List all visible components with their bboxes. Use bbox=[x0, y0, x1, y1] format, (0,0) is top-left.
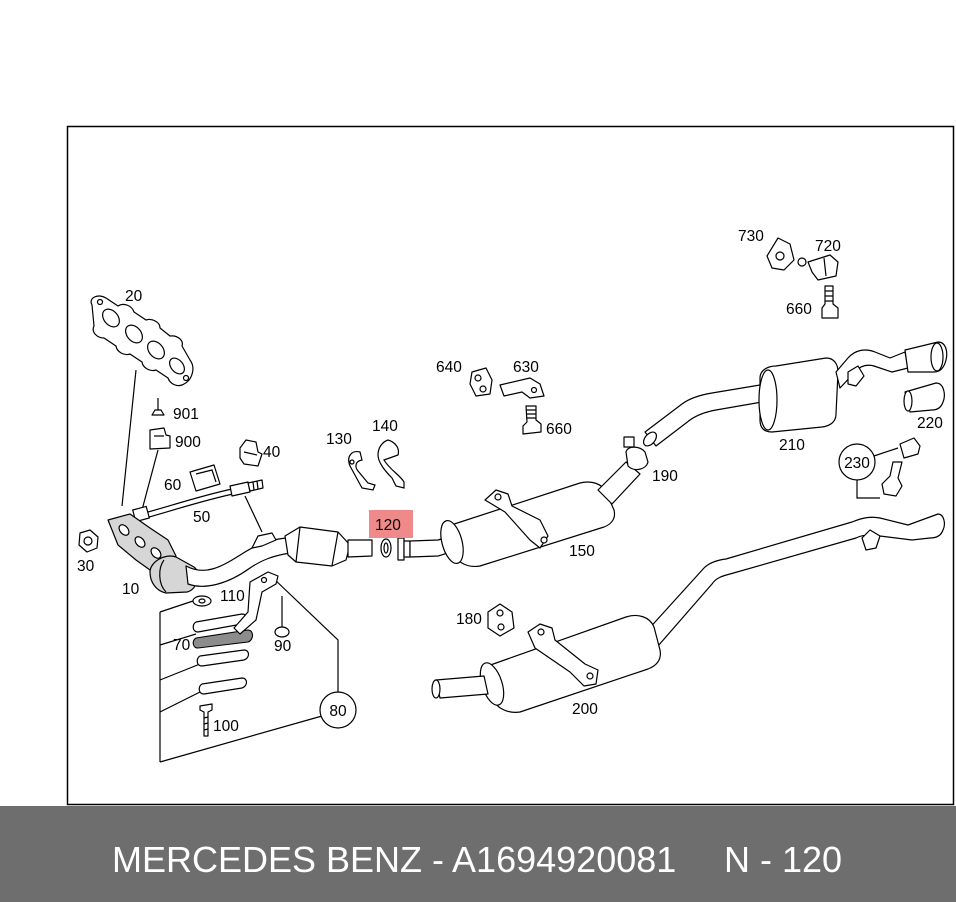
callout-label: 110 bbox=[220, 588, 245, 605]
middle-muffler bbox=[440, 481, 616, 568]
callout-label: 730 bbox=[738, 228, 764, 245]
manifold-gasket bbox=[90, 295, 194, 387]
callout-label: 720 bbox=[815, 238, 841, 255]
pipe-clamp-140 bbox=[377, 439, 405, 489]
leader-line bbox=[244, 495, 263, 533]
callout-label: 640 bbox=[436, 359, 462, 376]
callout-label: 900 bbox=[175, 434, 201, 451]
callout-label: 130 bbox=[326, 431, 352, 448]
rubber-hanger-640 bbox=[469, 367, 493, 397]
callout-circle-80 bbox=[319, 691, 357, 729]
highlight-box bbox=[369, 510, 413, 538]
callout-label: 90 bbox=[274, 638, 292, 655]
bracket-strips-70 bbox=[192, 613, 254, 695]
rubber-hanger-730 bbox=[766, 237, 795, 271]
rubber-hanger-180 bbox=[487, 603, 515, 637]
callout-label: 630 bbox=[513, 359, 539, 376]
connector-pin bbox=[151, 398, 165, 416]
hanger-bracket-630 bbox=[499, 377, 545, 399]
nut bbox=[78, 529, 99, 553]
callout-label: 20 bbox=[125, 288, 143, 305]
exhaust-system-diagram: 20 901 900 40 60 50 30 10 110 70 90 100 … bbox=[66, 125, 955, 806]
callout-label: 30 bbox=[77, 558, 95, 575]
callout-label: 230 bbox=[844, 455, 870, 472]
washer-110 bbox=[192, 595, 212, 607]
brand-part-number: MERCEDES BENZ - A1694920081 bbox=[112, 839, 677, 880]
rear-muffler-210 bbox=[758, 341, 948, 433]
callout-label: 660 bbox=[786, 301, 812, 318]
bolt-660 bbox=[522, 405, 542, 435]
pipe-clamp-190 bbox=[623, 436, 649, 471]
pipe-gasket-ring bbox=[380, 538, 392, 558]
callout-label: 50 bbox=[193, 509, 211, 526]
callout-label: 210 bbox=[779, 437, 805, 454]
support-bracket bbox=[233, 571, 279, 635]
leader-line bbox=[121, 369, 137, 507]
callout-label: 190 bbox=[652, 468, 678, 485]
callout-label: 660 bbox=[546, 421, 572, 438]
exhaust-manifold bbox=[107, 513, 199, 594]
callout-label: 40 bbox=[263, 444, 281, 461]
callout-label: 100 bbox=[213, 718, 239, 735]
callout-label: 70 bbox=[173, 637, 191, 654]
position-number: N - 120 bbox=[724, 839, 843, 880]
nut-90 bbox=[274, 596, 290, 638]
tailpipe-tip-220 bbox=[903, 382, 945, 413]
bolt-100 bbox=[199, 703, 213, 737]
cable-holder bbox=[189, 464, 221, 492]
part-number-banner: MERCEDES BENZ - A1694920081 N - 120 bbox=[0, 806, 956, 902]
callout-label: 80 bbox=[329, 703, 347, 720]
leader-line bbox=[141, 449, 159, 511]
callout-label: 60 bbox=[164, 477, 182, 494]
callout-label: 140 bbox=[372, 418, 398, 435]
pipe-clamp-130 bbox=[348, 451, 376, 491]
hanger-parts-230 bbox=[856, 437, 921, 499]
callout-label: 901 bbox=[173, 406, 199, 423]
callout-label: 10 bbox=[122, 581, 140, 598]
callout-label: 150 bbox=[569, 543, 595, 560]
oxygen-sensor bbox=[132, 479, 264, 523]
callout-label: 180 bbox=[456, 611, 482, 628]
bolt-660-rear bbox=[821, 285, 839, 319]
sensor-clip bbox=[239, 439, 263, 467]
rear-silencer-200 bbox=[431, 513, 945, 713]
callout-label: 220 bbox=[917, 415, 943, 432]
bracket-group-lines bbox=[159, 576, 339, 763]
callout-label: 200 bbox=[572, 701, 598, 718]
front-pipe bbox=[185, 526, 373, 587]
connector-housing bbox=[149, 427, 171, 450]
hanger-bracket-720 bbox=[797, 254, 839, 281]
callout-label-highlighted: 120 bbox=[375, 517, 401, 534]
